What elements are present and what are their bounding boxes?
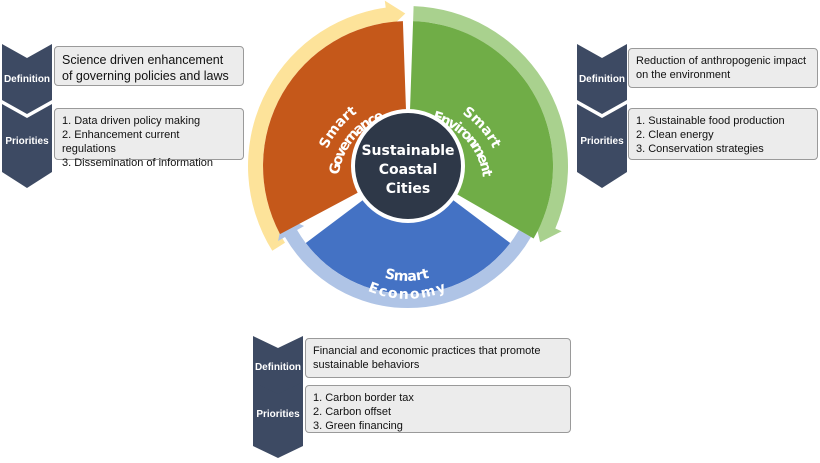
governance-priorities-chevron: Priorities: [2, 104, 52, 188]
governance-definition-text: Science driven enhancement of governing …: [62, 53, 229, 83]
priority-item: 3. Conservation strategies: [636, 143, 764, 155]
economy-priorities-chevron: Priorities: [253, 382, 303, 458]
governance-priorities-box: 1. Data driven policy making 2. Enhancem…: [54, 108, 244, 169]
economy-definition-text: Financial and economic practices that pr…: [313, 345, 541, 371]
priorities-label: Priorities: [580, 136, 624, 147]
economy-label: Smart: [383, 266, 431, 285]
priorities-label: Priorities: [256, 409, 300, 420]
center-circle: [355, 113, 461, 219]
priority-item: 2. Carbon offset: [313, 406, 392, 418]
priority-item: 1. Sustainable food production: [636, 115, 785, 127]
priority-item: 1. Data driven policy making: [62, 115, 201, 127]
economy-segment: [305, 199, 511, 294]
definition-label: Definition: [3, 74, 51, 85]
economy-definition-chevron: Definition: [253, 336, 303, 402]
center-line-2: Coastal: [379, 162, 438, 178]
chevron-shape: [2, 44, 52, 114]
priority-item: 3. Green financing: [313, 420, 403, 432]
governance-definition-box: Science driven enhancement of governing …: [54, 46, 244, 86]
center-line-3: Cities: [386, 181, 430, 197]
priorities-label: Priorities: [5, 136, 49, 147]
definition-label: Definition: [254, 362, 302, 373]
environment-definition-text: Reduction of anthropogenic impact on the…: [636, 55, 806, 81]
environment-cycle-arrow: [413, 6, 569, 243]
chevron-shape: [2, 104, 52, 188]
environment-definition-box: Reduction of anthropogenic impact on the…: [628, 48, 818, 88]
environment-priorities-chevron: Priorities: [577, 104, 627, 188]
economy-priorities-box: 1. Carbon border tax 2. Carbon offset 3.…: [305, 385, 571, 433]
economy-cycle-arrow: [278, 216, 531, 309]
priority-item: 3. Dissemination of information: [62, 157, 214, 169]
priority-item: 1. Carbon border tax: [313, 392, 414, 404]
governance-cycle-arrow: [248, 0, 406, 251]
economy-definition-box: Financial and economic practices that pr…: [305, 338, 571, 378]
priority-item: 2. Clean energy: [636, 129, 714, 141]
priority-item: 2. Enhancement current regulations: [62, 129, 180, 155]
environment-definition-chevron: Definition: [577, 44, 627, 114]
environment-priorities-box: 1. Sustainable food production 2. Clean …: [628, 108, 818, 160]
governance-definition-chevron: Definition: [2, 44, 52, 114]
chevron-shape: [577, 44, 627, 114]
chevron-shape: [253, 382, 303, 458]
chevron-shape: [577, 104, 627, 188]
definition-label: Definition: [578, 74, 626, 85]
environment-segment: [410, 21, 554, 239]
chevron-shape: [253, 336, 303, 402]
governance-segment: [263, 21, 406, 235]
center-line-1: Sustainable: [361, 143, 454, 159]
